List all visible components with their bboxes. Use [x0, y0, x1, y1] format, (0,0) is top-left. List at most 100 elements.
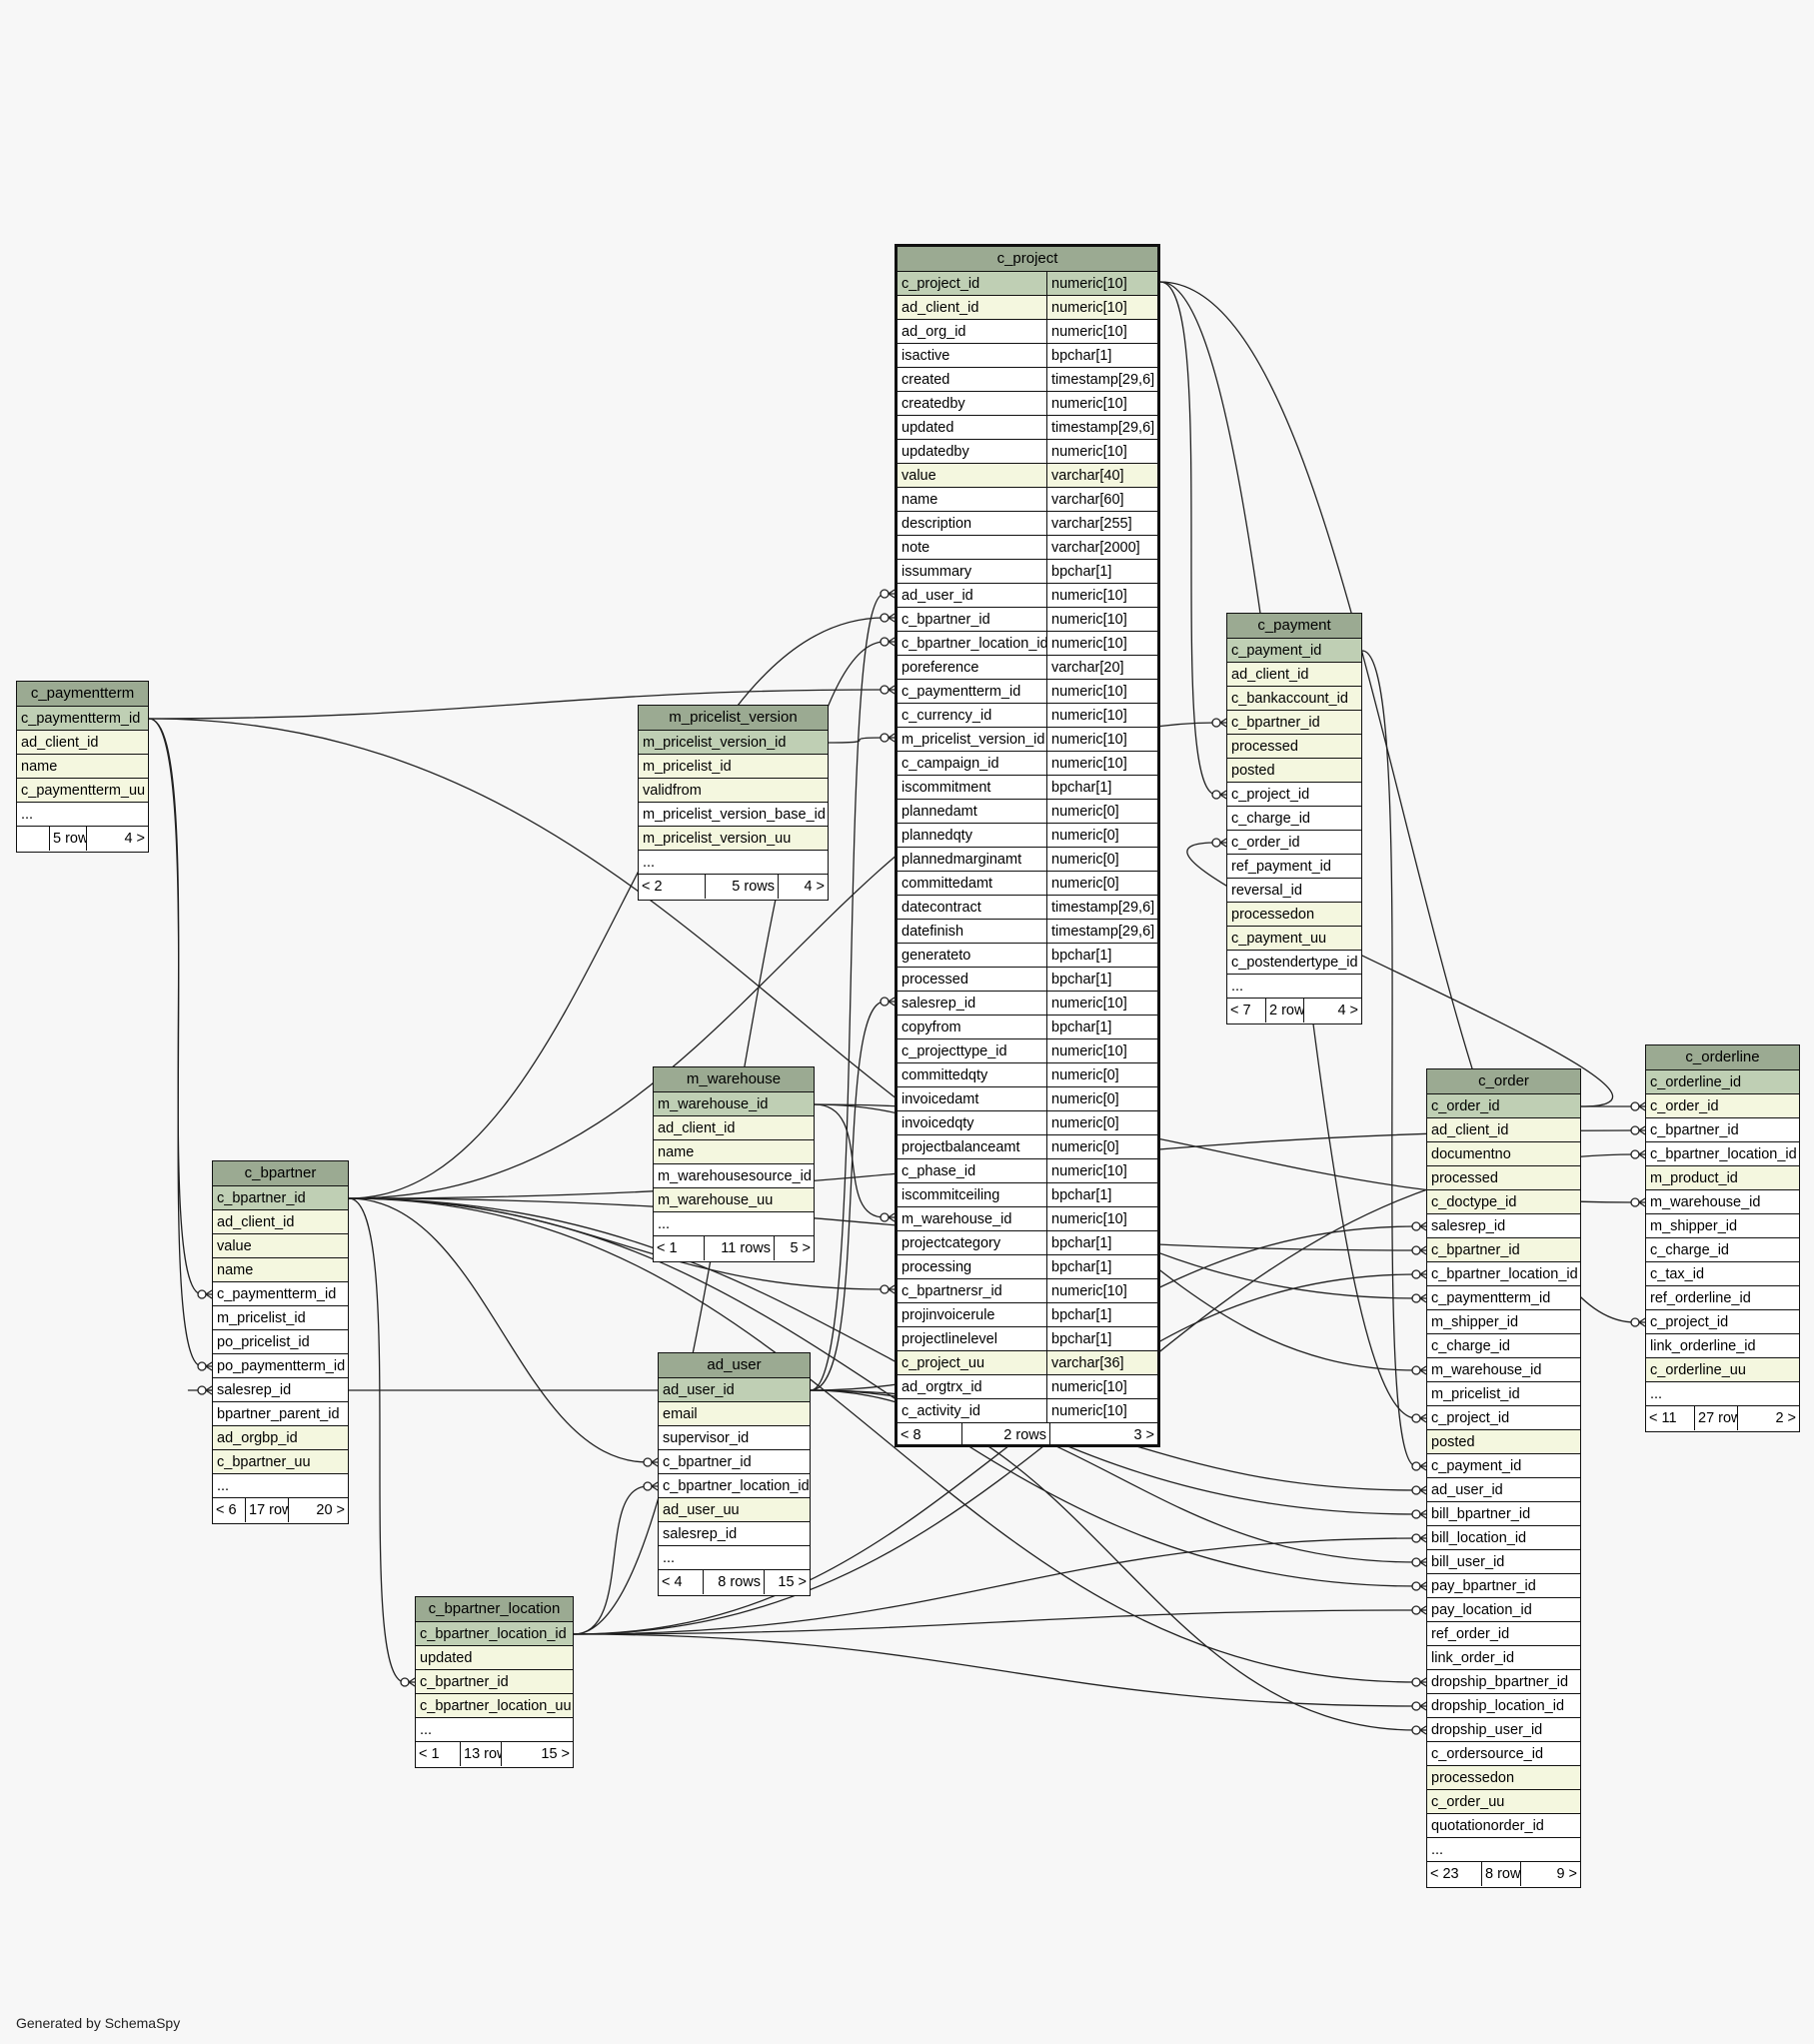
column-row[interactable]: c_payment_id	[1427, 1454, 1580, 1478]
children-count[interactable]: 4 >	[1303, 999, 1361, 1022]
column-row[interactable]: processedon	[1427, 1766, 1580, 1790]
children-count[interactable]: 20 >	[288, 1498, 348, 1522]
column-row[interactable]: m_pricelist_id	[1427, 1382, 1580, 1406]
column-row[interactable]: ...	[213, 1474, 348, 1498]
column-row[interactable]: processedon	[1227, 903, 1361, 927]
column-row[interactable]: documentno	[1427, 1142, 1580, 1166]
table-title[interactable]: c_order	[1427, 1069, 1580, 1094]
column-row[interactable]: c_order_uu	[1427, 1790, 1580, 1814]
column-row[interactable]: c_orderline_id	[1646, 1070, 1799, 1094]
column-row[interactable]: c_project_id	[1646, 1310, 1799, 1334]
column-row[interactable]: c_project_id	[1227, 783, 1361, 807]
column-row[interactable]: salesrep_id	[1427, 1214, 1580, 1238]
column-row[interactable]: m_pricelist_id	[213, 1306, 348, 1330]
column-row[interactable]: po_pricelist_id	[213, 1330, 348, 1354]
column-row[interactable]: pay_bpartner_id	[1427, 1574, 1580, 1598]
column-row[interactable]: ...	[416, 1718, 573, 1742]
column-row[interactable]: c_charge_id	[1427, 1334, 1580, 1358]
column-row[interactable]: salesrep_id	[659, 1522, 810, 1546]
column-row[interactable]: c_doctype_id	[1427, 1190, 1580, 1214]
column-row[interactable]: ad_client_id	[654, 1116, 814, 1140]
parents-count[interactable]: < 6	[216, 1502, 237, 1518]
table-title[interactable]: c_bpartner	[213, 1161, 348, 1186]
column-row[interactable]: c_paymentterm_uu	[17, 779, 148, 803]
column-row[interactable]: ...	[1227, 975, 1361, 999]
column-row[interactable]: ad_client_id	[1427, 1118, 1580, 1142]
column-row[interactable]: c_project_id	[1427, 1406, 1580, 1430]
parents-count[interactable]: < 23	[1430, 1866, 1459, 1882]
column-row[interactable]: name	[654, 1140, 814, 1164]
children-count[interactable]: 15 >	[501, 1742, 573, 1766]
column-row[interactable]: po_paymentterm_id	[213, 1354, 348, 1378]
column-row[interactable]: ref_order_id	[1427, 1622, 1580, 1646]
column-row[interactable]: dropship_user_id	[1427, 1718, 1580, 1742]
column-row[interactable]: c_paymentterm_id	[213, 1282, 348, 1306]
column-row[interactable]: bill_bpartner_id	[1427, 1502, 1580, 1526]
column-row[interactable]: reversal_id	[1227, 879, 1361, 903]
column-row[interactable]: m_warehouse_id	[1646, 1190, 1799, 1214]
column-row[interactable]: c_order_id	[1427, 1094, 1580, 1118]
parents-count[interactable]: < 8	[901, 1427, 921, 1443]
column-row[interactable]: c_bpartner_location_uu	[416, 1694, 573, 1718]
column-row[interactable]: m_warehouse_id	[654, 1092, 814, 1116]
parents-count[interactable]	[17, 827, 49, 851]
column-row[interactable]: c_bankaccount_id	[1227, 687, 1361, 711]
table-title[interactable]: c_orderline	[1646, 1045, 1799, 1070]
column-row[interactable]: posted	[1427, 1430, 1580, 1454]
column-row[interactable]: email	[659, 1402, 810, 1426]
column-row[interactable]: c_bpartner_id	[1227, 711, 1361, 735]
children-count[interactable]: 4 >	[86, 827, 148, 851]
column-row[interactable]: m_shipper_id	[1427, 1310, 1580, 1334]
column-row[interactable]: c_bpartner_uu	[213, 1450, 348, 1474]
column-row[interactable]: bpartner_parent_id	[213, 1402, 348, 1426]
column-row[interactable]: m_pricelist_id	[639, 755, 828, 779]
column-row[interactable]: c_paymentterm_id	[17, 707, 148, 731]
column-row[interactable]: salesrep_id	[213, 1378, 348, 1402]
column-row[interactable]: ...	[17, 803, 148, 827]
column-row[interactable]: ...	[654, 1212, 814, 1236]
column-row[interactable]: c_ordersource_id	[1427, 1742, 1580, 1766]
column-row[interactable]: dropship_location_id	[1427, 1694, 1580, 1718]
column-row[interactable]: ...	[1427, 1838, 1580, 1862]
column-row[interactable]: link_orderline_id	[1646, 1334, 1799, 1358]
parents-count[interactable]: < 2	[642, 879, 663, 895]
column-row[interactable]: m_pricelist_version_base_id	[639, 803, 828, 827]
column-row[interactable]: m_warehousesource_id	[654, 1164, 814, 1188]
column-row[interactable]: c_bpartner_id	[213, 1186, 348, 1210]
column-row[interactable]: c_bpartner_id	[416, 1670, 573, 1694]
column-row[interactable]: ad_orgbp_id	[213, 1426, 348, 1450]
column-row[interactable]: c_bpartner_id	[1646, 1118, 1799, 1142]
column-row[interactable]: ad_user_id	[1427, 1478, 1580, 1502]
column-row[interactable]: m_pricelist_version_id	[639, 731, 828, 755]
table-title[interactable]: c_bpartner_location	[416, 1597, 573, 1622]
column-row[interactable]: ref_orderline_id	[1646, 1286, 1799, 1310]
column-row[interactable]: m_warehouse_uu	[654, 1188, 814, 1212]
column-row[interactable]: validfrom	[639, 779, 828, 803]
